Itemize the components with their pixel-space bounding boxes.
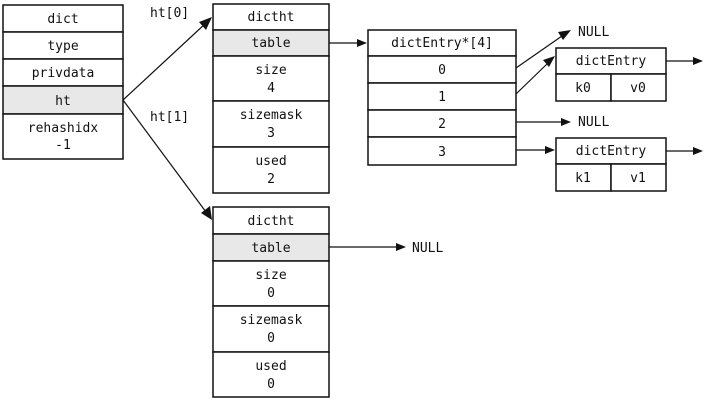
arrow-ht0-table-to-array — [329, 39, 367, 47]
ht0-size-cell — [212, 55, 330, 102]
ht1-sizemask-label: sizemask — [240, 313, 303, 328]
ht0-used-label: used — [255, 154, 286, 169]
entry1-value-cell — [610, 163, 667, 192]
edge-label-ht1: ht[1] — [150, 110, 189, 125]
dict-rehashidx-cell — [2, 113, 124, 160]
ht1-title-cell — [212, 206, 330, 235]
dict-ht-label: ht — [55, 94, 71, 109]
dict-box: dict type privdata ht rehashidx -1 — [2, 4, 124, 160]
ht0-used-cell — [212, 146, 330, 194]
dict-privdata-label: privdata — [32, 66, 95, 81]
entry1-key-cell — [555, 163, 612, 192]
entry0-box: dictEntry k0 v0 — [555, 47, 667, 102]
ht0-title: dictht — [248, 10, 295, 25]
ht0-size-value: 4 — [267, 81, 275, 96]
table-array-title: dictEntry*[4] — [391, 36, 493, 51]
ht1-size-label: size — [255, 268, 286, 283]
ht1-title: dictht — [248, 214, 295, 229]
entry1-value: v1 — [630, 171, 646, 186]
entry1-title: dictEntry — [576, 144, 647, 159]
entry0-key-cell — [555, 73, 612, 102]
arrow-slot1-to-entry0 — [515, 56, 555, 95]
ht1-size-value: 0 — [267, 286, 275, 301]
arrow-ht1-table-to-null — [329, 243, 406, 251]
dict-title-cell — [2, 4, 124, 33]
ht1-used-value: 0 — [267, 377, 275, 392]
entry0-key: k0 — [575, 81, 591, 96]
table-array-box: dictEntry*[4] 0 1 2 3 — [367, 29, 517, 166]
ht0-used-value: 2 — [267, 172, 275, 187]
entry0-title-cell — [555, 47, 667, 75]
ht1-table-cell — [212, 233, 330, 262]
table-slot-0 — [367, 55, 517, 84]
table-slot-0-index: 0 — [438, 63, 446, 78]
table-slot-1-index: 1 — [438, 90, 446, 105]
arrow-dict-to-ht1 — [122, 99, 212, 220]
arrow-dict-to-ht0 — [122, 17, 212, 101]
ht0-sizemask-value: 3 — [267, 126, 275, 141]
null-label-ht1-table: NULL — [412, 241, 443, 256]
ht0-dictht-box: dictht table size 4 sizemask 3 used 2 — [212, 3, 330, 194]
ht1-table-label: table — [251, 241, 290, 256]
null-label-top: NULL — [578, 25, 609, 40]
ht1-dictht-box: dictht table size 0 sizemask 0 used 0 — [212, 206, 330, 398]
entry1-key: k1 — [575, 171, 591, 186]
arrow-slot3-to-entry1 — [516, 146, 555, 154]
dict-rehashidx-label: rehashidx — [28, 121, 99, 136]
ht0-size-label: size — [255, 63, 286, 78]
entry0-value: v0 — [630, 81, 646, 96]
entry0-title: dictEntry — [576, 54, 647, 69]
entry0-value-cell — [610, 73, 667, 102]
null-label-index2: NULL — [578, 115, 609, 130]
arrow-entry0-next — [666, 57, 703, 65]
table-slot-1 — [367, 82, 517, 111]
table-slot-3-index: 3 — [438, 145, 446, 160]
table-slot-2 — [367, 109, 517, 138]
table-array-title-cell — [367, 29, 517, 57]
ht0-title-cell — [212, 3, 330, 31]
arrow-slot0-to-null — [515, 30, 571, 69]
arrow-entry1-next — [666, 147, 703, 155]
dict-rehashidx-value: -1 — [55, 138, 71, 153]
dict-title: dict — [47, 12, 78, 27]
arrow-slot2-to-null — [516, 118, 571, 126]
edge-label-ht0: ht[0] — [150, 6, 189, 21]
ht1-sizemask-value: 0 — [267, 331, 275, 346]
ht1-used-label: used — [255, 359, 286, 374]
entry1-box: dictEntry k1 v1 — [555, 137, 667, 192]
dict-type-label: type — [47, 39, 78, 54]
ht1-sizemask-cell — [212, 305, 330, 353]
ht0-sizemask-label: sizemask — [240, 108, 303, 123]
ht0-table-label: table — [251, 36, 290, 51]
ht1-used-cell — [212, 351, 330, 398]
table-slot-2-index: 2 — [438, 117, 446, 132]
table-slot-3 — [367, 136, 517, 166]
